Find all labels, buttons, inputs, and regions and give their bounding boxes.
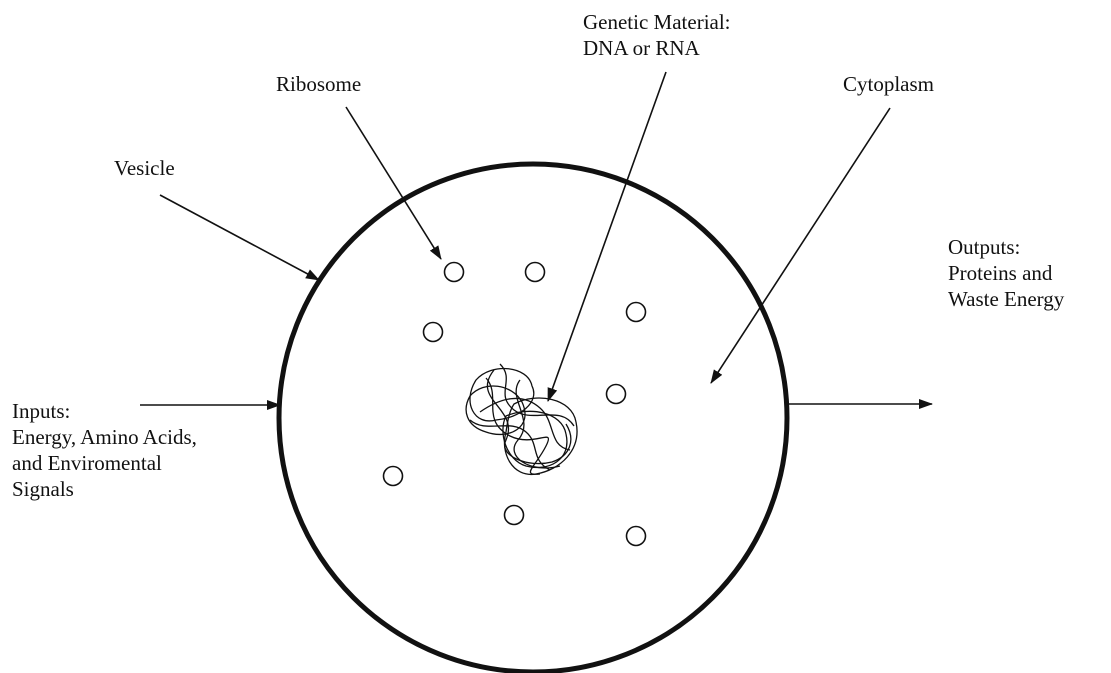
ribosome-dot <box>627 303 646 322</box>
vesicle-label: Vesicle <box>114 155 175 181</box>
vesicle-label-text: Vesicle <box>114 155 175 181</box>
ribosome-label-text: Ribosome <box>276 71 361 97</box>
inputs-label-line-3: and Enviromental <box>12 450 197 476</box>
outputs-label-line-1: Outputs: <box>948 234 1064 260</box>
outputs-label-line-2: Proteins and <box>948 260 1064 286</box>
cytoplasm-label: Cytoplasm <box>843 71 934 97</box>
genetic-material-label-line-2: DNA or RNA <box>583 35 731 61</box>
genetic-material-arrow <box>548 72 666 401</box>
genetic-material-tangle <box>466 364 577 474</box>
genetic-material-label-line-1: Genetic Material: <box>583 9 731 35</box>
ribosome-dot <box>627 527 646 546</box>
cytoplasm-arrow <box>711 108 890 383</box>
ribosome-dot <box>445 263 464 282</box>
ribosome-dot <box>424 323 443 342</box>
ribosome-label: Ribosome <box>276 71 361 97</box>
ribosome-dot <box>384 467 403 486</box>
ribosome-dot <box>526 263 545 282</box>
inputs-label-line-1: Inputs: <box>12 398 197 424</box>
ribosome-arrow <box>346 107 441 259</box>
inputs-label: Inputs: Energy, Amino Acids, and Envirom… <box>12 398 197 502</box>
cell-membrane <box>279 164 787 672</box>
ribosome-dot <box>607 385 626 404</box>
cytoplasm-label-text: Cytoplasm <box>843 71 934 97</box>
ribosome-dot <box>505 506 524 525</box>
vesicle-arrow <box>160 195 319 280</box>
outputs-label-line-3: Waste Energy <box>948 286 1064 312</box>
genetic-material-label: Genetic Material: DNA or RNA <box>583 9 731 61</box>
outputs-label: Outputs: Proteins and Waste Energy <box>948 234 1064 312</box>
inputs-label-line-4: Signals <box>12 476 197 502</box>
inputs-label-line-2: Energy, Amino Acids, <box>12 424 197 450</box>
